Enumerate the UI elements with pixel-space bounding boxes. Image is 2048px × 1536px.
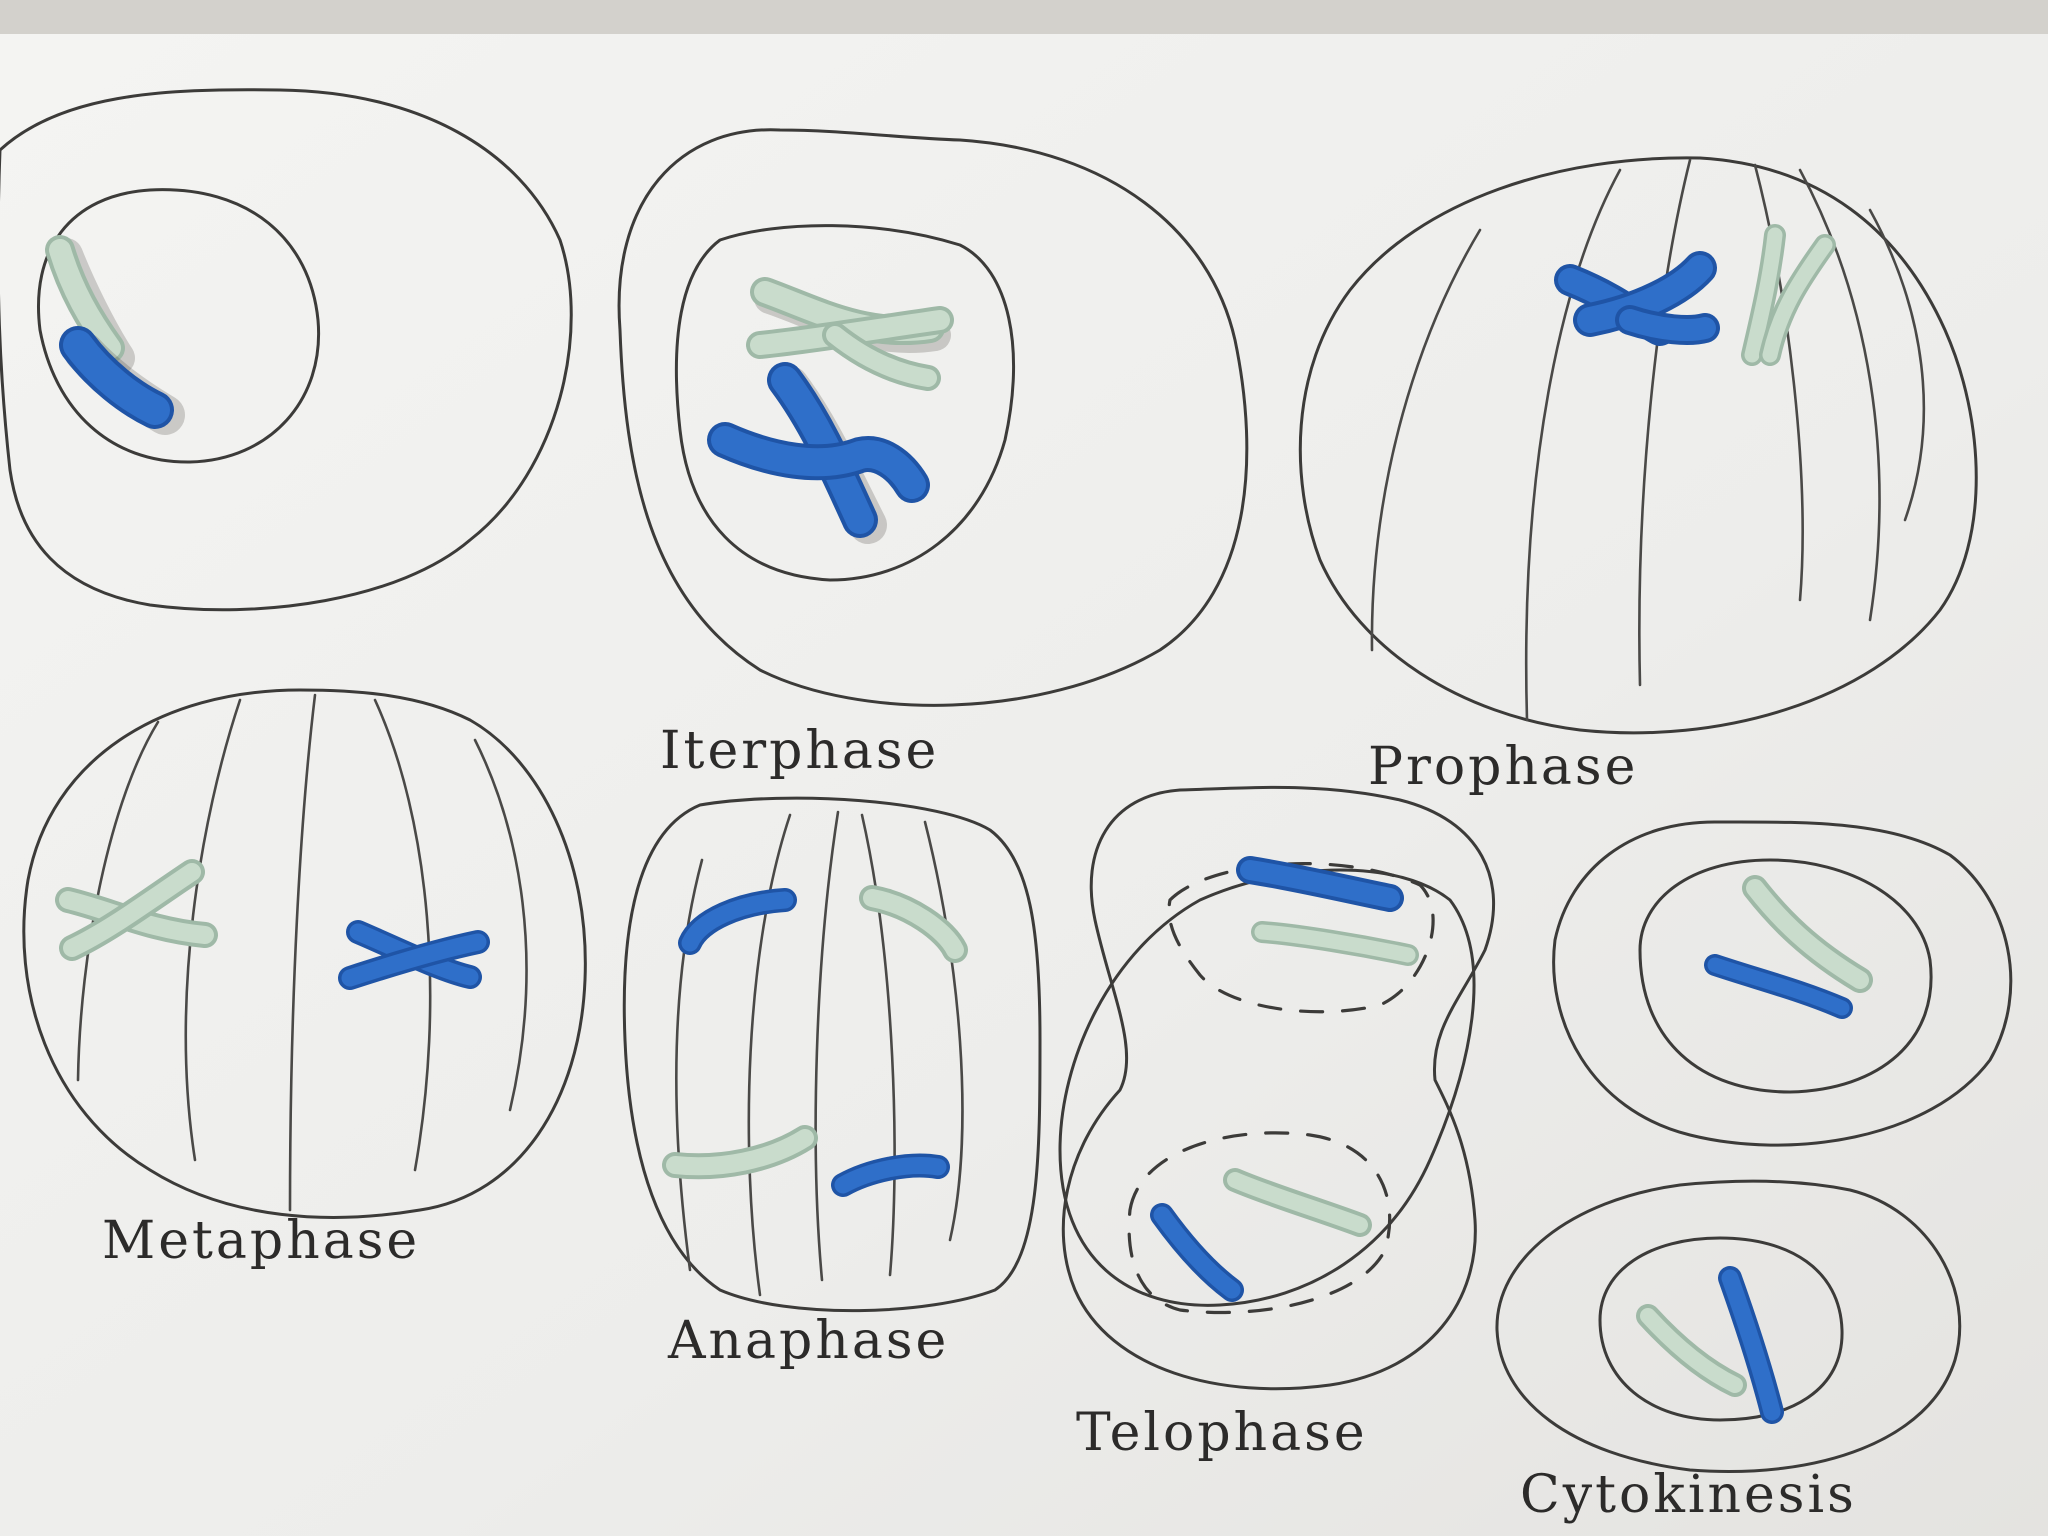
cell-interphase <box>617 128 1249 707</box>
chromosome-green <box>1636 1304 1747 1397</box>
chromosome-green-twisted <box>1741 224 1836 366</box>
cell-top-left <box>0 88 573 612</box>
chromosome-blue-x <box>338 920 490 990</box>
chromosome-blue-top <box>1236 856 1404 912</box>
chromosome-blue <box>1718 1266 1784 1424</box>
chromosome-green-bottom <box>662 1125 818 1180</box>
chromosome-blue <box>1704 954 1853 1019</box>
chromosome-blue-top <box>678 888 797 955</box>
cell-anaphase <box>622 796 1042 1313</box>
nuclear-envelope-top <box>1167 862 1435 1014</box>
label-telophase: Telophase <box>1076 1403 1368 1463</box>
spindle-fibers <box>1370 158 1926 722</box>
chromosome-blue-x <box>1554 251 1720 346</box>
cell-metaphase <box>22 688 587 1219</box>
cell-cytokinesis-top <box>1552 820 2013 1147</box>
spindle-fibers <box>76 693 528 1212</box>
spindle-fibers <box>674 810 964 1297</box>
label-prophase: Prophase <box>1368 737 1638 797</box>
chromosome-green <box>1742 875 1873 993</box>
chromosome-pair <box>45 235 185 435</box>
label-cytokinesis: Cytokinesis <box>1520 1465 1857 1525</box>
cell-prophase <box>1298 156 1978 735</box>
label-anaphase: Anaphase <box>667 1311 949 1371</box>
label-metaphase: Metaphase <box>102 1211 420 1271</box>
label-interphase: Iterphase <box>660 721 939 781</box>
cell-telophase <box>1058 785 1495 1391</box>
chromosome-blue-bottom <box>831 1153 950 1197</box>
chromosome-blue-x <box>707 362 930 544</box>
chromosome-green-top <box>1251 921 1419 966</box>
cell-cytokinesis-bottom <box>1495 1179 1962 1474</box>
chromosome-green-x <box>55 859 218 961</box>
chromosome-green-x <box>746 277 954 391</box>
chromosome-green-bottom <box>1223 1168 1372 1237</box>
chromosome-green-top <box>859 885 968 963</box>
chromosome-blue-bottom <box>1150 1203 1244 1302</box>
